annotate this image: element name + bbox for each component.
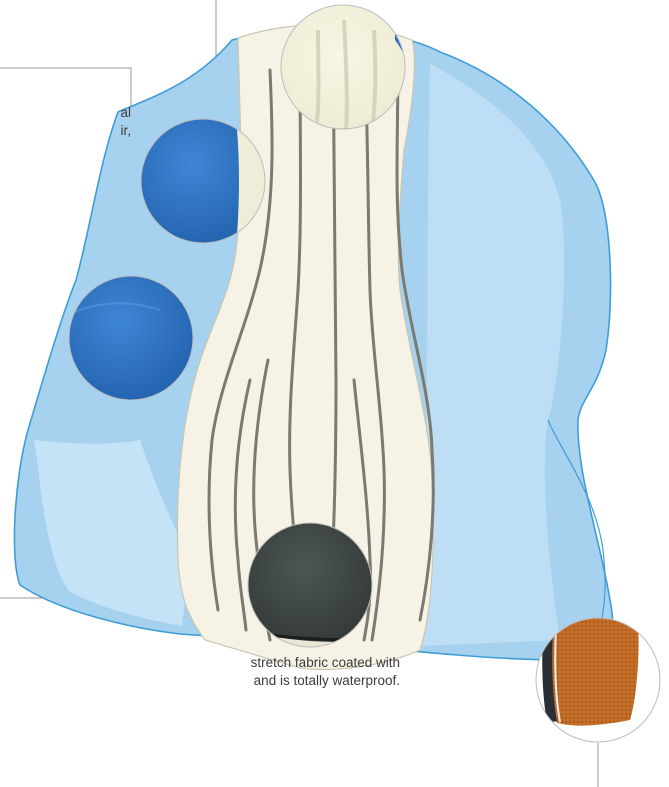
callout-text-bottom: stretch fabric coated with and is totall… xyxy=(0,654,400,690)
fabric-detail-magnifier xyxy=(536,618,660,742)
callout-line: stretch fabric coated with xyxy=(0,654,400,672)
callout-text-top: al ir, xyxy=(0,104,131,140)
callout-line: and is totally waterproof. xyxy=(0,672,400,690)
callout-line: ir, xyxy=(0,122,131,140)
callout-line: al xyxy=(0,104,131,122)
